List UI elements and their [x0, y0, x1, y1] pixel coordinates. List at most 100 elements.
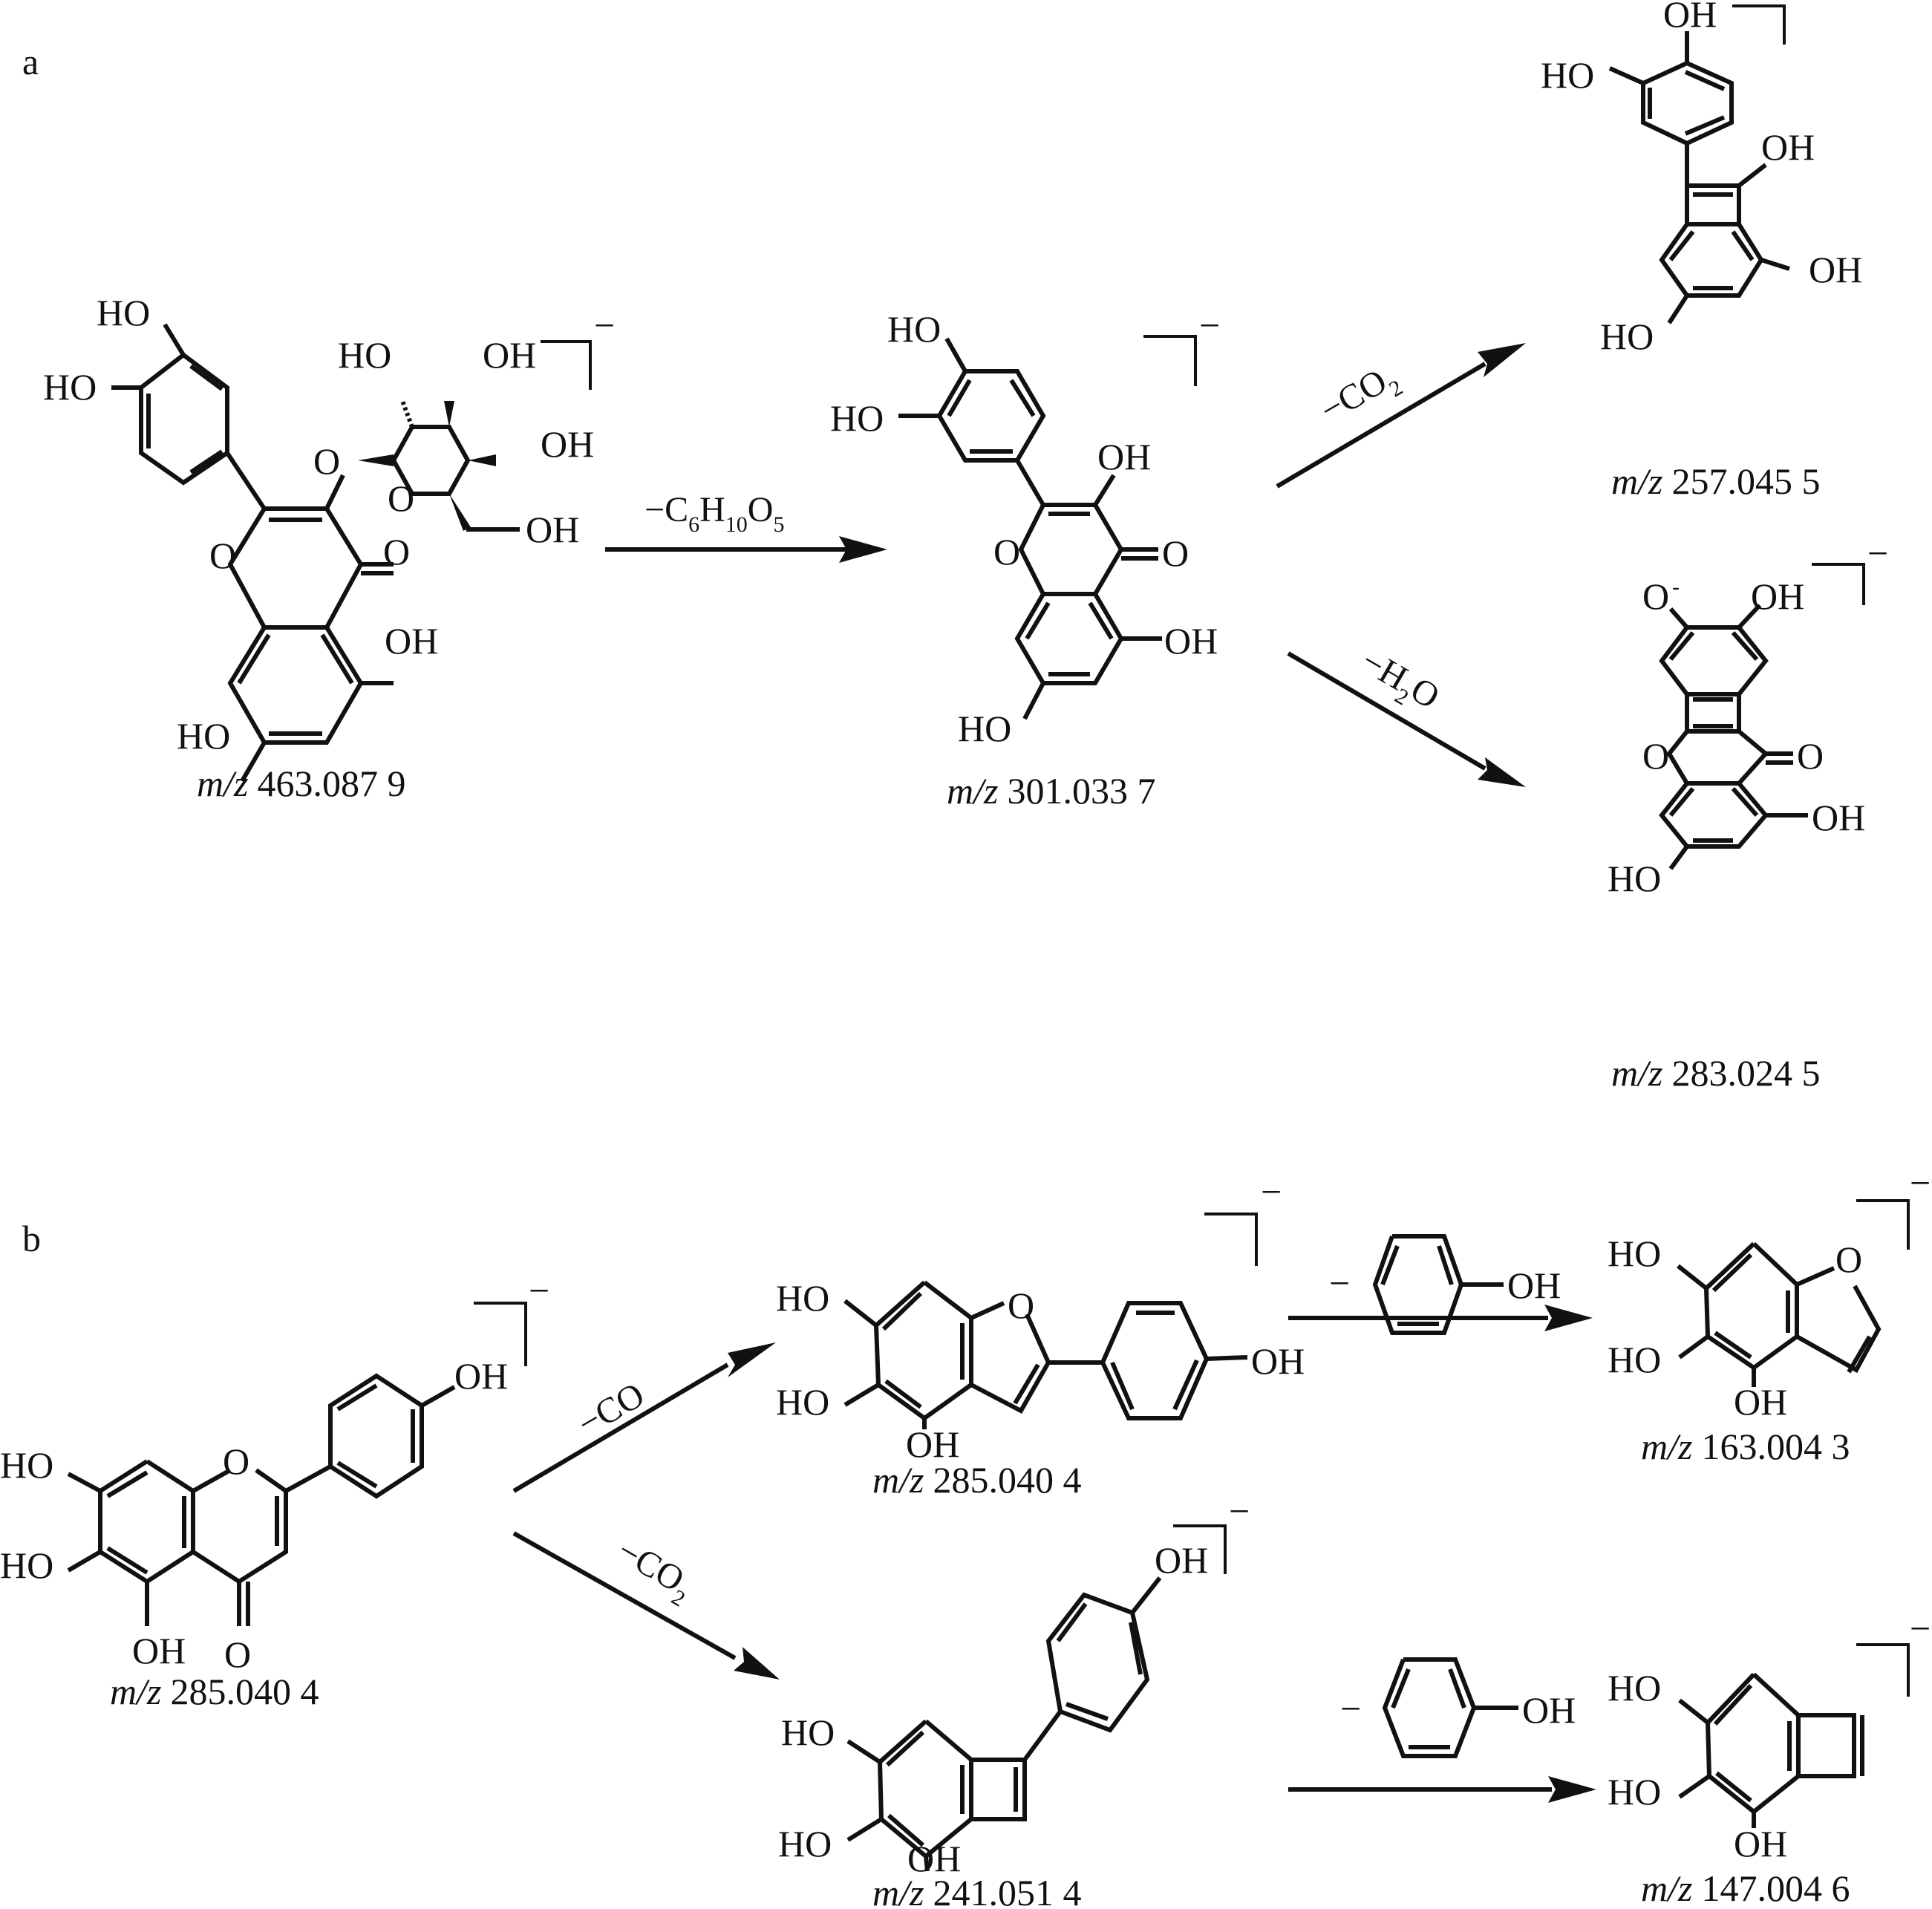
- atom-label: OH: [1761, 126, 1815, 168]
- charge-bracket: [1812, 563, 1865, 605]
- atom-label: O: [1008, 1285, 1034, 1326]
- atom-label: O: [1797, 735, 1824, 777]
- panel-label-b: b: [22, 1218, 41, 1259]
- compound-b-bot-mid: [846, 1576, 1162, 1872]
- atom-label: OH: [1809, 249, 1862, 290]
- atom-label: HO: [1608, 858, 1661, 899]
- loss-label-co2: −CO2: [1313, 356, 1407, 437]
- compound-b-parent: [67, 1373, 456, 1626]
- loss-label-co2-b: −CO2: [607, 1531, 701, 1612]
- atom-label: O: [1835, 1239, 1862, 1280]
- minus-sign: −: [1340, 1688, 1361, 1729]
- reaction-arrow: [1276, 362, 1486, 489]
- compound-a-mid: [898, 337, 1162, 720]
- charge-sign: −: [1199, 304, 1220, 346]
- charge-sign: −: [1910, 1162, 1931, 1204]
- charge-bracket: [1204, 1213, 1258, 1266]
- atom-label: HO: [1600, 316, 1654, 357]
- compound-a-parent: [111, 323, 520, 783]
- charge-bracket: [1856, 1199, 1910, 1250]
- atom-label: O: [209, 535, 236, 576]
- atom-label: OH: [906, 1423, 959, 1465]
- loss-label-h2o: −H2O: [1351, 642, 1446, 723]
- atom-label: OH: [541, 423, 594, 465]
- atom-label: OH: [1751, 575, 1804, 617]
- phenol-oh: OH: [1507, 1264, 1561, 1306]
- atom-label: HO: [1608, 1339, 1661, 1380]
- atom-label: OH: [1097, 436, 1151, 477]
- atom-label: OH: [907, 1838, 961, 1879]
- atom-label: HO: [43, 366, 97, 408]
- atom-label: HO: [887, 308, 941, 350]
- loss-phenol-bottom: [1382, 1657, 1518, 1758]
- charge-sign: −: [1910, 1608, 1931, 1649]
- atom-label: O: [993, 531, 1020, 572]
- arrow-head: [728, 1342, 776, 1377]
- charge-sign: −: [594, 304, 615, 346]
- charge-bracket: [1173, 1524, 1227, 1574]
- svg-text:−H2O: −H2O: [1351, 642, 1446, 723]
- atom-label: OH: [132, 1630, 186, 1671]
- charge-bracket: [1856, 1643, 1910, 1697]
- atom-label: HO: [1608, 1667, 1661, 1709]
- svg-text:−CO2: −CO2: [1313, 356, 1407, 437]
- loss-label-c6h10o5: −C6H10O5: [644, 490, 784, 537]
- atom-label: HO: [177, 715, 230, 757]
- charge-sign: −: [1229, 1490, 1250, 1532]
- atom-label: HO: [0, 1444, 53, 1486]
- atom-label: OH: [1251, 1340, 1305, 1382]
- charge-sign: −: [529, 1270, 549, 1311]
- reaction-arrow: [1287, 651, 1486, 771]
- atom-label: O: [388, 477, 414, 519]
- atom-label: OH: [1734, 1823, 1787, 1864]
- atom-label: O: [223, 1440, 249, 1482]
- oxide-charge: -: [1672, 575, 1680, 599]
- atom-label: HO: [781, 1711, 835, 1753]
- charge-bracket: [541, 340, 592, 390]
- charge-sign: −: [1867, 532, 1888, 574]
- atom-label: HO: [776, 1277, 829, 1319]
- atom-label: OH: [1663, 0, 1717, 35]
- charge-bracket: [1143, 335, 1197, 386]
- compound-a-top: [1608, 31, 1790, 324]
- charge-sign: −: [1261, 1171, 1282, 1213]
- phenol-oh: OH: [1522, 1689, 1576, 1731]
- charge-bracket: [474, 1302, 527, 1366]
- arrow-head: [1548, 1776, 1596, 1803]
- atom-label: O: [1642, 735, 1669, 777]
- atom-label: HO: [1541, 54, 1594, 96]
- atom-label: O: [1642, 575, 1669, 617]
- compound-b-top-mid: [843, 1280, 1248, 1429]
- atom-label: OH: [1155, 1539, 1208, 1581]
- atom-label: OH: [1812, 797, 1865, 838]
- atom-label: HO: [776, 1381, 829, 1423]
- atom-label: OH: [454, 1355, 508, 1397]
- atom-label: HO: [778, 1823, 832, 1864]
- compound-b-bot-right: [1678, 1672, 1864, 1828]
- reaction-arrow: [512, 1531, 737, 1660]
- panel-label-a: a: [22, 41, 39, 82]
- svg-text:−CO2: −CO2: [607, 1531, 701, 1612]
- minus-sign: −: [1329, 1262, 1350, 1304]
- arrow-head: [734, 1647, 780, 1680]
- compound-a-bottom: [1659, 603, 1808, 870]
- atom-label: O: [224, 1634, 251, 1675]
- arrow-head: [1544, 1305, 1593, 1331]
- charge-bracket: [1732, 4, 1786, 45]
- atom-label: OH: [1734, 1381, 1787, 1423]
- atom-label: HO: [97, 292, 150, 333]
- atom-label: O: [313, 440, 340, 482]
- atom-label: HO: [1608, 1771, 1661, 1812]
- charge-sign: −: [1786, 0, 1807, 19]
- atom-label: HO: [830, 397, 884, 439]
- atom-label: O: [383, 531, 410, 572]
- atom-label: HO: [958, 708, 1011, 749]
